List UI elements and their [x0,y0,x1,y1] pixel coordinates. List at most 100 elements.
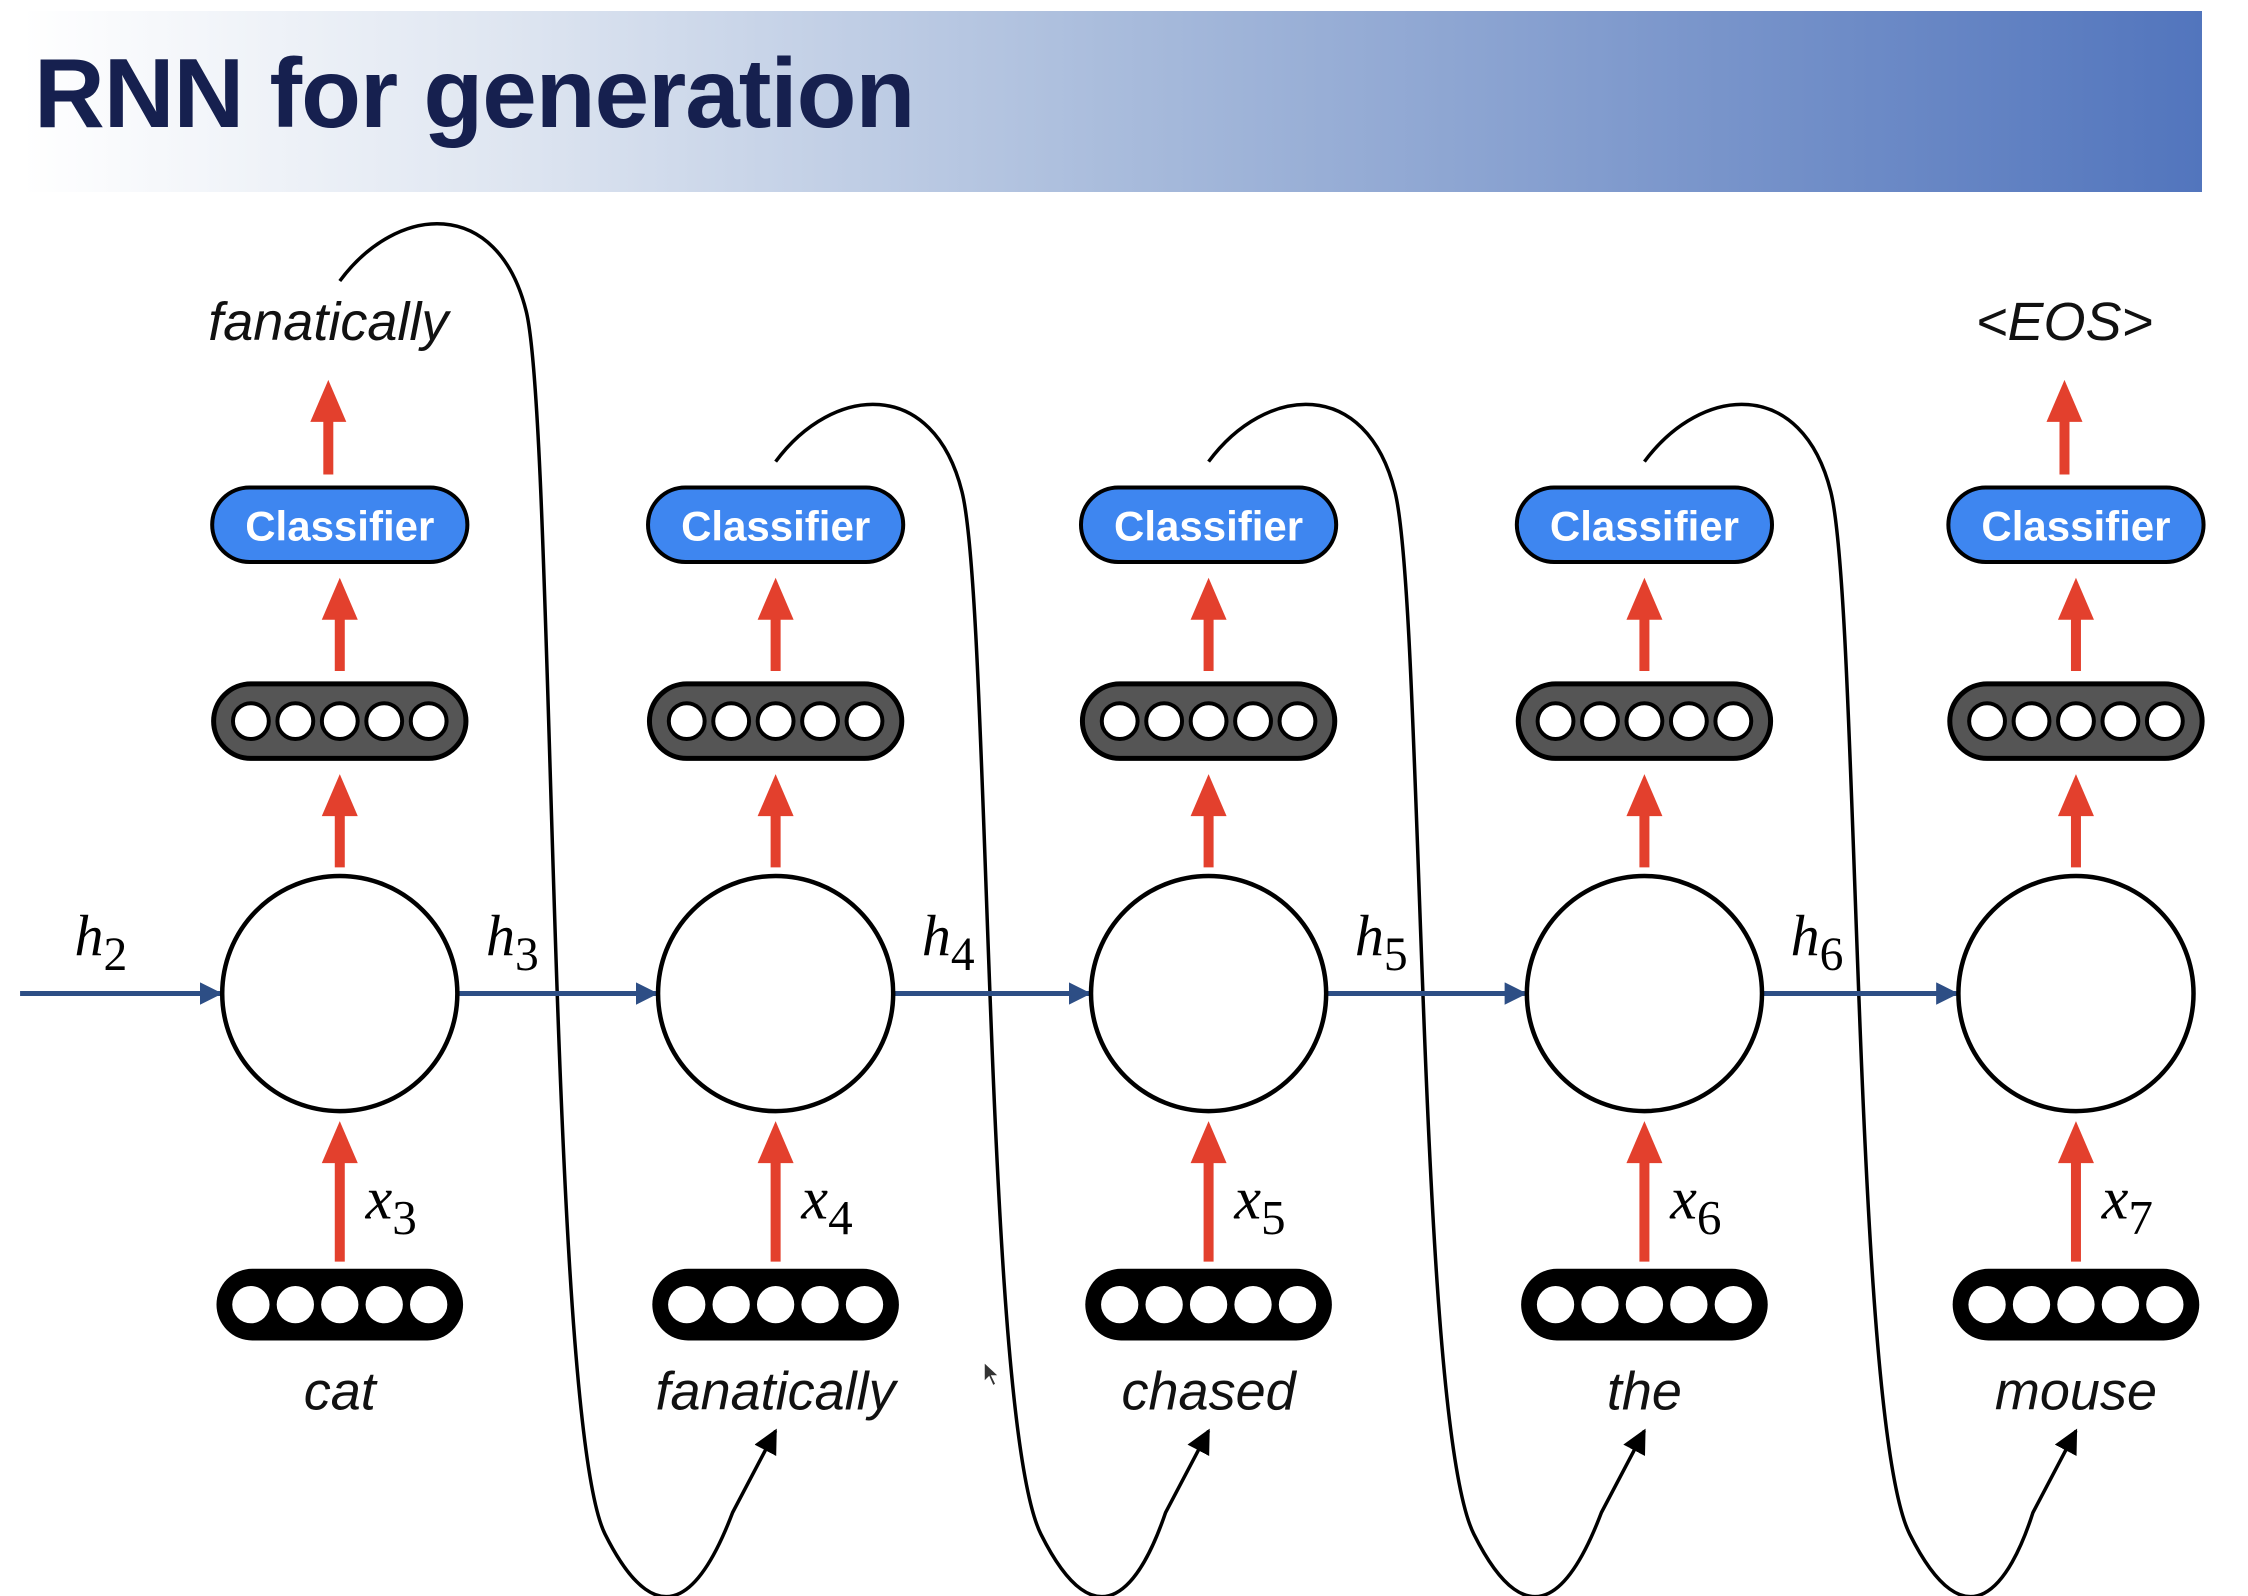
input-label-4: x7 [2101,1166,2153,1246]
rnn-node-1 [655,873,896,1114]
embedding-dot-4-4 [2146,1286,2184,1324]
hidden-label-4: h6 [1791,903,1844,981]
input-arrow-3 [1626,1121,1663,1164]
hidden-vector-dot-4-0 [1967,701,2007,742]
slide-title: RNN for generation [34,38,915,148]
vector-arrow-2 [1190,774,1227,817]
hidden-label-1: h3 [486,903,539,981]
output-arrow-4 [2046,379,2083,422]
rnn-node-4 [1956,873,2196,1114]
hidden-vector-dot-3-3 [1668,701,1709,742]
loop-arrow-2 [774,402,1211,1596]
output-word-4: <EOS> [1976,292,2153,352]
embedding-dot-0-4 [410,1286,448,1324]
classifier-box-0 [210,485,470,564]
embedding-dot-1-2 [756,1286,795,1324]
embedding-dot-0-3 [365,1286,403,1324]
embedding-dot-4-3 [2101,1286,2140,1324]
embedding-dot-4-2 [2057,1286,2095,1324]
classifier-label-3: Classifier [1550,502,1739,549]
embedding-dot-0-0 [232,1286,270,1324]
mouse-cursor-icon [983,1360,1001,1388]
embedding-dot-1-3 [801,1286,839,1324]
hidden-vector-dot-3-0 [1535,701,1576,742]
classifier-arrow-1 [757,577,794,620]
hidden-vector-dot-4-4 [2144,701,2185,742]
classifier-box-2 [1078,485,1339,564]
loop-arrow-1 [338,222,778,1596]
hidden-vector-dot-0-4 [408,701,449,742]
classifier-label-4: Classifier [1981,502,2170,549]
embedding-dot-4-0 [1968,1286,2006,1324]
input-word-2: chased [1122,1361,1298,1421]
input-arrow-0 [321,1121,358,1164]
classifier-box-3 [1514,485,1775,564]
input-arrow-1 [757,1121,794,1164]
hidden-vector-dot-2-0 [1099,701,1140,742]
hidden-vector-dot-1-2 [755,701,796,742]
hidden-vector-dot-0-2 [319,701,360,742]
input-label-0: x3 [365,1166,417,1246]
input-word-3: the [1607,1361,1682,1421]
classifier-box-1 [646,485,906,564]
embedding-dot-3-4 [1714,1286,1752,1324]
embedding-dot-3-3 [1670,1286,1708,1324]
embedding-dot-2-2 [1189,1286,1228,1324]
input-label-2: x5 [1233,1166,1285,1246]
hidden-vector-dot-4-2 [2056,701,2096,742]
vector-arrow-3 [1626,774,1663,817]
embedding-dot-2-0 [1101,1286,1139,1324]
input-label-3: x6 [1669,1166,1721,1246]
rnn-node-2 [1088,873,1329,1114]
embedding-dot-2-1 [1145,1286,1183,1324]
hidden-vector-dot-3-1 [1580,701,1620,742]
hidden-vector-dot-4-1 [2011,701,2052,742]
embedding-dot-2-3 [1234,1286,1272,1324]
hidden-vector-dot-2-3 [1233,701,1273,742]
rnn-node-3 [1524,873,1765,1114]
hidden-vector-dot-1-3 [800,701,840,742]
classifier-box-4 [1946,485,2206,564]
vector-arrow-4 [2057,774,2094,817]
rnn-node-0 [219,873,460,1114]
hidden-label-3: h5 [1355,903,1408,981]
hidden-vector-dot-2-4 [1277,701,1318,742]
hidden-vector-dot-2-2 [1188,701,1229,742]
embedding-dot-3-0 [1536,1286,1575,1324]
hidden-label-0: h2 [75,903,128,981]
embedding-dot-1-1 [712,1286,750,1324]
title-bar [23,11,2202,192]
hidden-vector-dot-0-3 [364,701,405,742]
classifier-label-0: Classifier [245,502,434,549]
input-arrow-2 [1190,1121,1227,1164]
input-arrow-4 [2057,1121,2094,1164]
hidden-vector-dot-1-4 [844,701,885,742]
embedding-dot-1-4 [845,1286,884,1324]
loop-arrow-4 [1643,402,2078,1596]
input-word-4: mouse [1995,1361,2157,1421]
classifier-arrow-4 [2057,577,2094,620]
embedding-dot-3-1 [1581,1286,1619,1324]
classifier-label-2: Classifier [1114,502,1303,549]
embedding-dot-0-2 [321,1286,359,1324]
hidden-vector-dot-0-1 [275,701,316,742]
hidden-vector-dot-3-2 [1624,701,1665,742]
hidden-vector-dot-3-4 [1713,701,1754,742]
embedding-dot-3-2 [1625,1286,1664,1324]
loop-arrow-3 [1207,402,1646,1596]
output-arrow-0 [310,379,347,422]
classifier-arrow-2 [1190,577,1227,620]
classifier-label-1: Classifier [681,502,870,549]
hidden-vector-dot-1-0 [666,701,707,742]
embedding-dot-2-4 [1278,1286,1317,1324]
embedding-dot-0-1 [276,1286,314,1324]
hidden-label-2: h4 [922,903,975,981]
input-word-1: fanatically [656,1361,899,1421]
vector-arrow-0 [321,774,358,817]
hidden-vector-dot-1-1 [711,701,752,742]
input-word-0: cat [304,1361,378,1421]
hidden-vector-dot-2-1 [1144,701,1185,742]
hidden-vector-dot-4-3 [2100,701,2141,742]
classifier-arrow-0 [321,577,358,620]
